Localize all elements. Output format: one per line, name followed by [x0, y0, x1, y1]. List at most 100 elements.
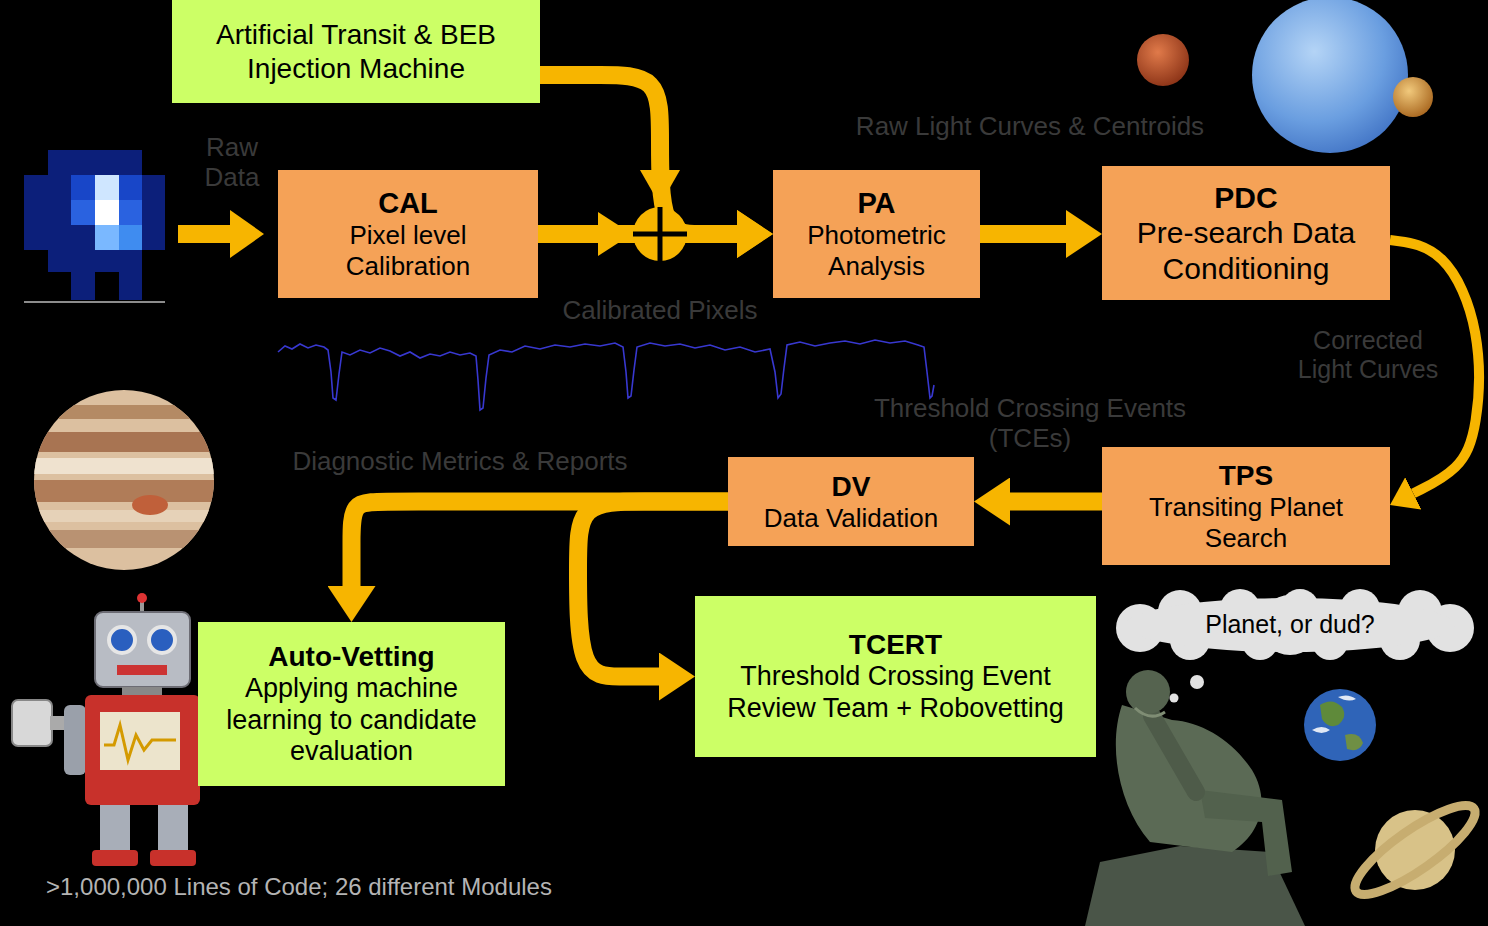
jupiter-planet [30, 388, 220, 578]
thought-cloud: Planet, or dud? [1100, 588, 1480, 662]
robot-mouth [117, 665, 167, 675]
robot-antenna [137, 593, 147, 603]
statue-arm [1152, 716, 1196, 792]
venus-planet [1393, 77, 1433, 117]
node-heading: TPS [1219, 459, 1273, 492]
robot-panel-wave [104, 725, 176, 760]
thought-bubble-dot [1170, 694, 1179, 703]
flow-arrow [1010, 493, 1102, 511]
robot-figure [12, 593, 200, 866]
junction-circle [633, 207, 687, 261]
robot-foot [92, 850, 138, 866]
flow-label: Threshold Crossing Events (TCEs) [840, 394, 1220, 454]
node-text: Photometric Analysis [784, 220, 969, 281]
flow-arrow [540, 75, 737, 234]
vetting-box: Auto-VettingApplying machine learning to… [198, 622, 505, 786]
cloud-lobe [1125, 598, 1455, 652]
input-arrow [178, 210, 264, 258]
node-text: Planet, or dud? [1205, 610, 1375, 640]
robot-key [12, 700, 52, 746]
pixel [48, 150, 142, 175]
process-box: CALPixel level Calibration [278, 170, 538, 298]
robot-arm [64, 705, 86, 775]
robot-neck [122, 687, 162, 696]
jupiter-spot [132, 495, 168, 515]
robot-foot [150, 850, 196, 866]
jupiter-band [30, 432, 220, 452]
node-heading: PA [857, 186, 895, 220]
earth-land [1320, 701, 1344, 726]
pixel [48, 250, 142, 272]
node-heading: CAL [378, 186, 438, 220]
flow-label: Raw Light Curves & Centroids [820, 112, 1240, 142]
input-arrow-head [230, 210, 264, 258]
neptune-planet [1252, 0, 1408, 153]
process-box: PDCPre-search Data Conditioning [1102, 166, 1390, 300]
jupiter-band [30, 510, 220, 522]
pixel [119, 200, 142, 225]
pixel [95, 225, 119, 250]
node-text: Applying machine learning to candidate e… [209, 673, 494, 769]
robot-panel [100, 712, 180, 770]
injection-box: Artificial Transit & BEB Injection Machi… [172, 0, 540, 103]
flow-label: Corrected Light Curves [1288, 326, 1448, 384]
baseline-rule [24, 301, 165, 303]
thinker-statue [1085, 670, 1305, 926]
footnote: >1,000,000 Lines of Code; 26 different M… [46, 873, 746, 901]
pixel [119, 272, 142, 300]
process-box: PAPhotometric Analysis [773, 170, 980, 298]
junction-plus [658, 207, 663, 261]
pixel [95, 200, 119, 225]
jupiter-band [30, 458, 220, 474]
review-box: TCERTThreshold Crossing Event Review Tea… [695, 596, 1096, 757]
robot-eye [109, 627, 135, 653]
node-text: Pre-search Data Conditioning [1110, 215, 1382, 286]
pixel [95, 175, 119, 200]
jupiter-band [30, 530, 220, 548]
earth-land [1345, 734, 1363, 750]
process-box: TPSTransiting Planet Search [1102, 447, 1390, 565]
mars-planet [1137, 34, 1189, 86]
junction-inlet-head [640, 170, 680, 205]
input-arrow-shaft [178, 225, 232, 243]
io-label: Raw Data [194, 133, 270, 193]
robot-eye [149, 627, 175, 653]
pixel-image [24, 150, 165, 302]
thought-bubble-dot [1190, 675, 1204, 689]
earth-cloud [1312, 695, 1356, 733]
flow-arrow [352, 502, 729, 587]
robot-leg [158, 805, 188, 853]
pixel [71, 272, 95, 300]
flow-label: Diagnostic Metrics & Reports [255, 447, 665, 477]
statue-leg [1200, 790, 1292, 876]
pixel [71, 175, 95, 200]
node-text: Data Validation [764, 503, 938, 534]
statue-head [1126, 670, 1170, 714]
pixel [119, 225, 142, 250]
node-heading: TCERT [849, 628, 942, 661]
earth-planet [1304, 689, 1376, 761]
saturn-ring [1345, 792, 1486, 907]
node-text: Artificial Transit & BEB Injection Machi… [180, 18, 532, 84]
robot-body [85, 695, 200, 805]
node-text: Threshold Crossing Event Review Team + R… [716, 661, 1076, 725]
node-heading: Auto-Vetting [268, 640, 434, 673]
flow-label: Calibrated Pixels [540, 296, 780, 326]
node-heading: PDC [1214, 180, 1277, 215]
earth-ocean [1304, 689, 1376, 761]
node-text: Pixel level Calibration [303, 220, 513, 281]
flow-arrow [980, 225, 1066, 243]
jupiter-band [30, 388, 220, 578]
saturn-planet [1345, 792, 1486, 907]
jupiter-band [30, 405, 220, 419]
robot-head [95, 612, 190, 687]
statue-body [1116, 705, 1262, 852]
robot-leg [100, 805, 130, 853]
node-heading: DV [832, 470, 871, 503]
pixel [24, 175, 165, 250]
jupiter-band [30, 480, 220, 502]
light-curve [278, 340, 934, 410]
node-text: Transiting Planet Search [1115, 492, 1377, 553]
process-box: DVData Validation [728, 457, 974, 546]
